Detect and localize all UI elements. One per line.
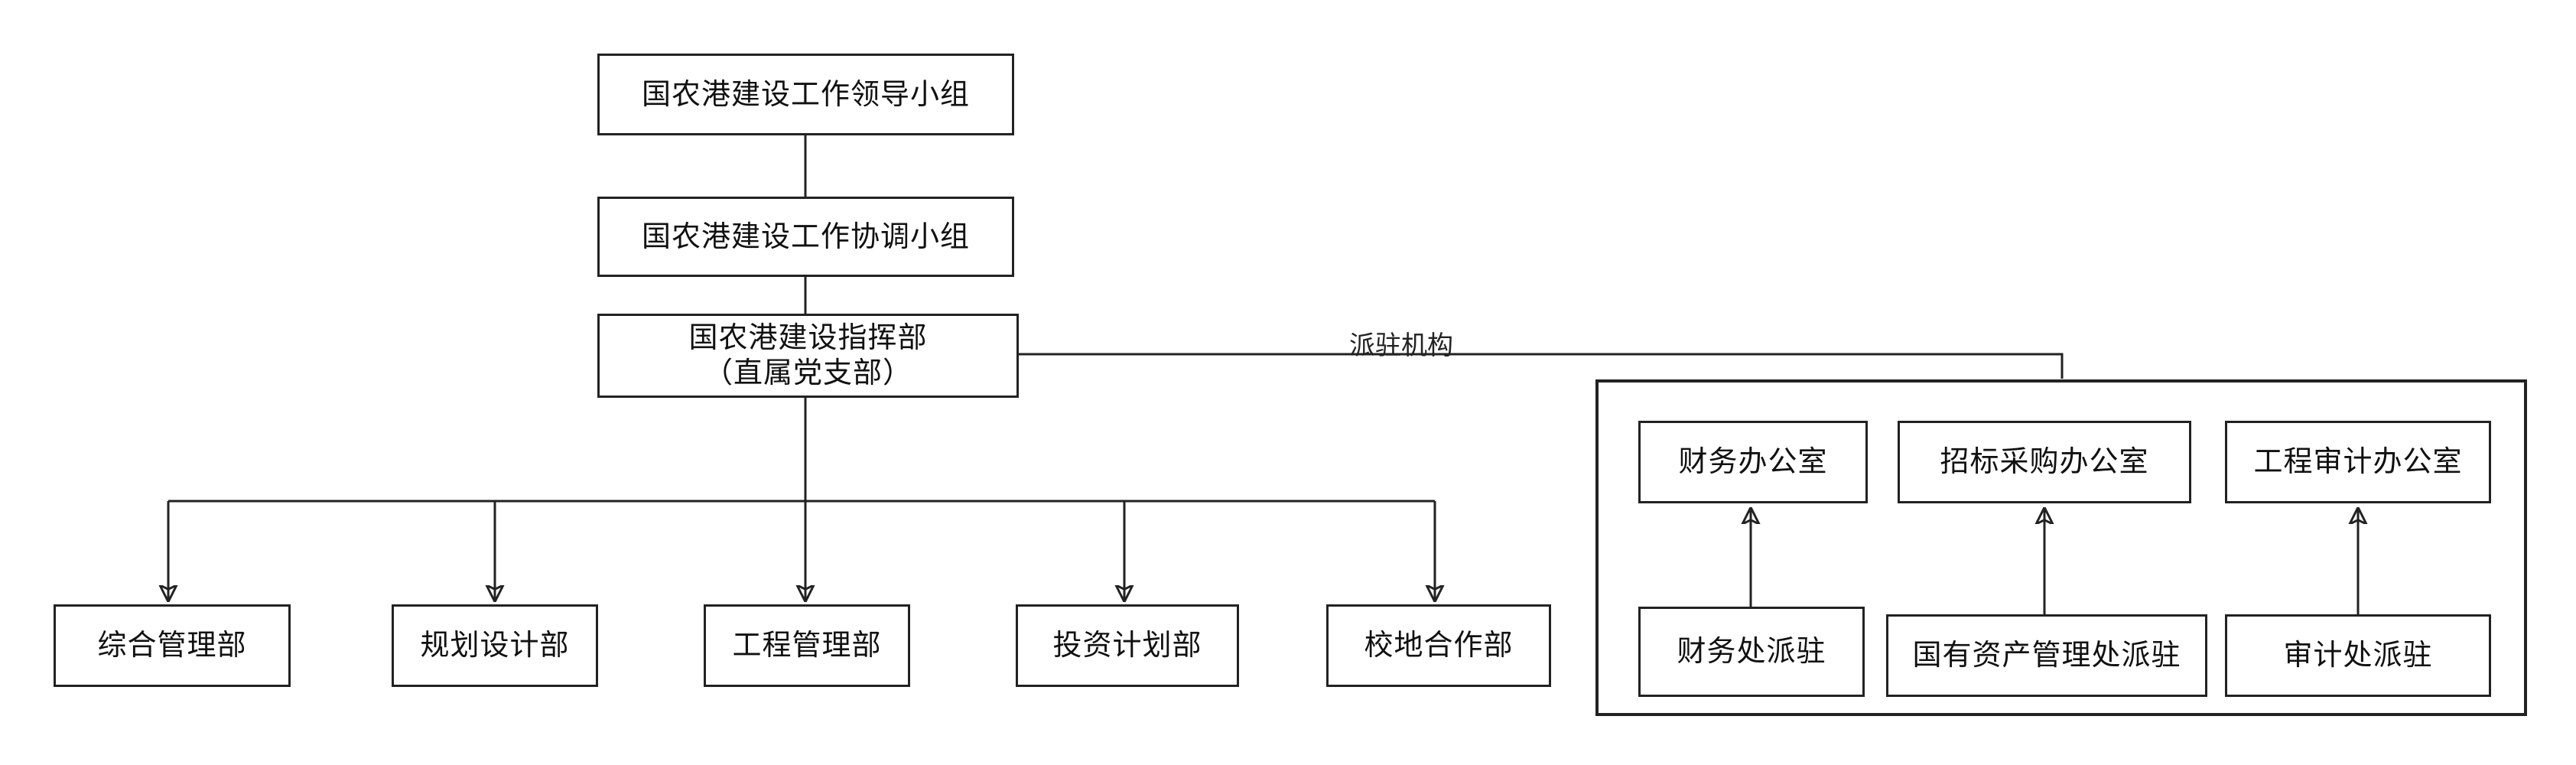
department-label-1: 综合管理部 xyxy=(97,628,247,662)
department-label-4: 投资计划部 xyxy=(1052,628,1202,662)
department-box-3: 工程管理部 xyxy=(704,604,910,687)
department-label-5: 校地合作部 xyxy=(1364,628,1514,662)
department-box-5: 校地合作部 xyxy=(1326,604,1551,687)
edge-to-stationed-frame xyxy=(1019,353,2064,379)
coordination-group-box: 国农港建设工作协调小组 xyxy=(597,197,1014,277)
department-box-4: 投资计划部 xyxy=(1016,604,1239,687)
stationed-organizations-label: 派驻机构 xyxy=(1349,330,1453,361)
office-box-3: 工程审计办公室 xyxy=(2225,421,2491,503)
office-box-2: 招标采购办公室 xyxy=(1898,421,2191,503)
station-label-1: 财务处派驻 xyxy=(1677,634,1826,669)
department-box-2: 规划设计部 xyxy=(392,604,598,687)
leading-group-label: 国农港建设工作领导小组 xyxy=(641,76,970,111)
station-box-1: 财务处派驻 xyxy=(1638,607,1865,697)
office-label-2: 招标采购办公室 xyxy=(1940,444,2149,479)
headquarters-label-line2: （直属党支部） xyxy=(703,356,912,389)
leading-group-box: 国农港建设工作领导小组 xyxy=(597,54,1014,135)
coordination-group-label: 国农港建设工作协调小组 xyxy=(641,219,970,253)
headquarters-label-line1: 国农港建设指挥部 xyxy=(688,321,928,355)
office-label-3: 工程审计办公室 xyxy=(2253,444,2463,479)
stationed-organizations-frame xyxy=(1595,379,2527,716)
station-box-2: 国有资产管理处派驻 xyxy=(1886,614,2207,697)
station-label-2: 国有资产管理处派驻 xyxy=(1912,638,2181,672)
office-label-1: 财务办公室 xyxy=(1678,444,1828,479)
office-box-1: 财务办公室 xyxy=(1638,421,1868,503)
station-label-3: 审计处派驻 xyxy=(2283,638,2433,672)
department-label-3: 工程管理部 xyxy=(732,628,882,662)
station-box-3: 审计处派驻 xyxy=(2225,614,2491,697)
headquarters-box: 国农港建设指挥部 （直属党支部） xyxy=(597,314,1019,398)
department-label-2: 规划设计部 xyxy=(420,628,570,662)
department-box-1: 综合管理部 xyxy=(54,604,291,687)
